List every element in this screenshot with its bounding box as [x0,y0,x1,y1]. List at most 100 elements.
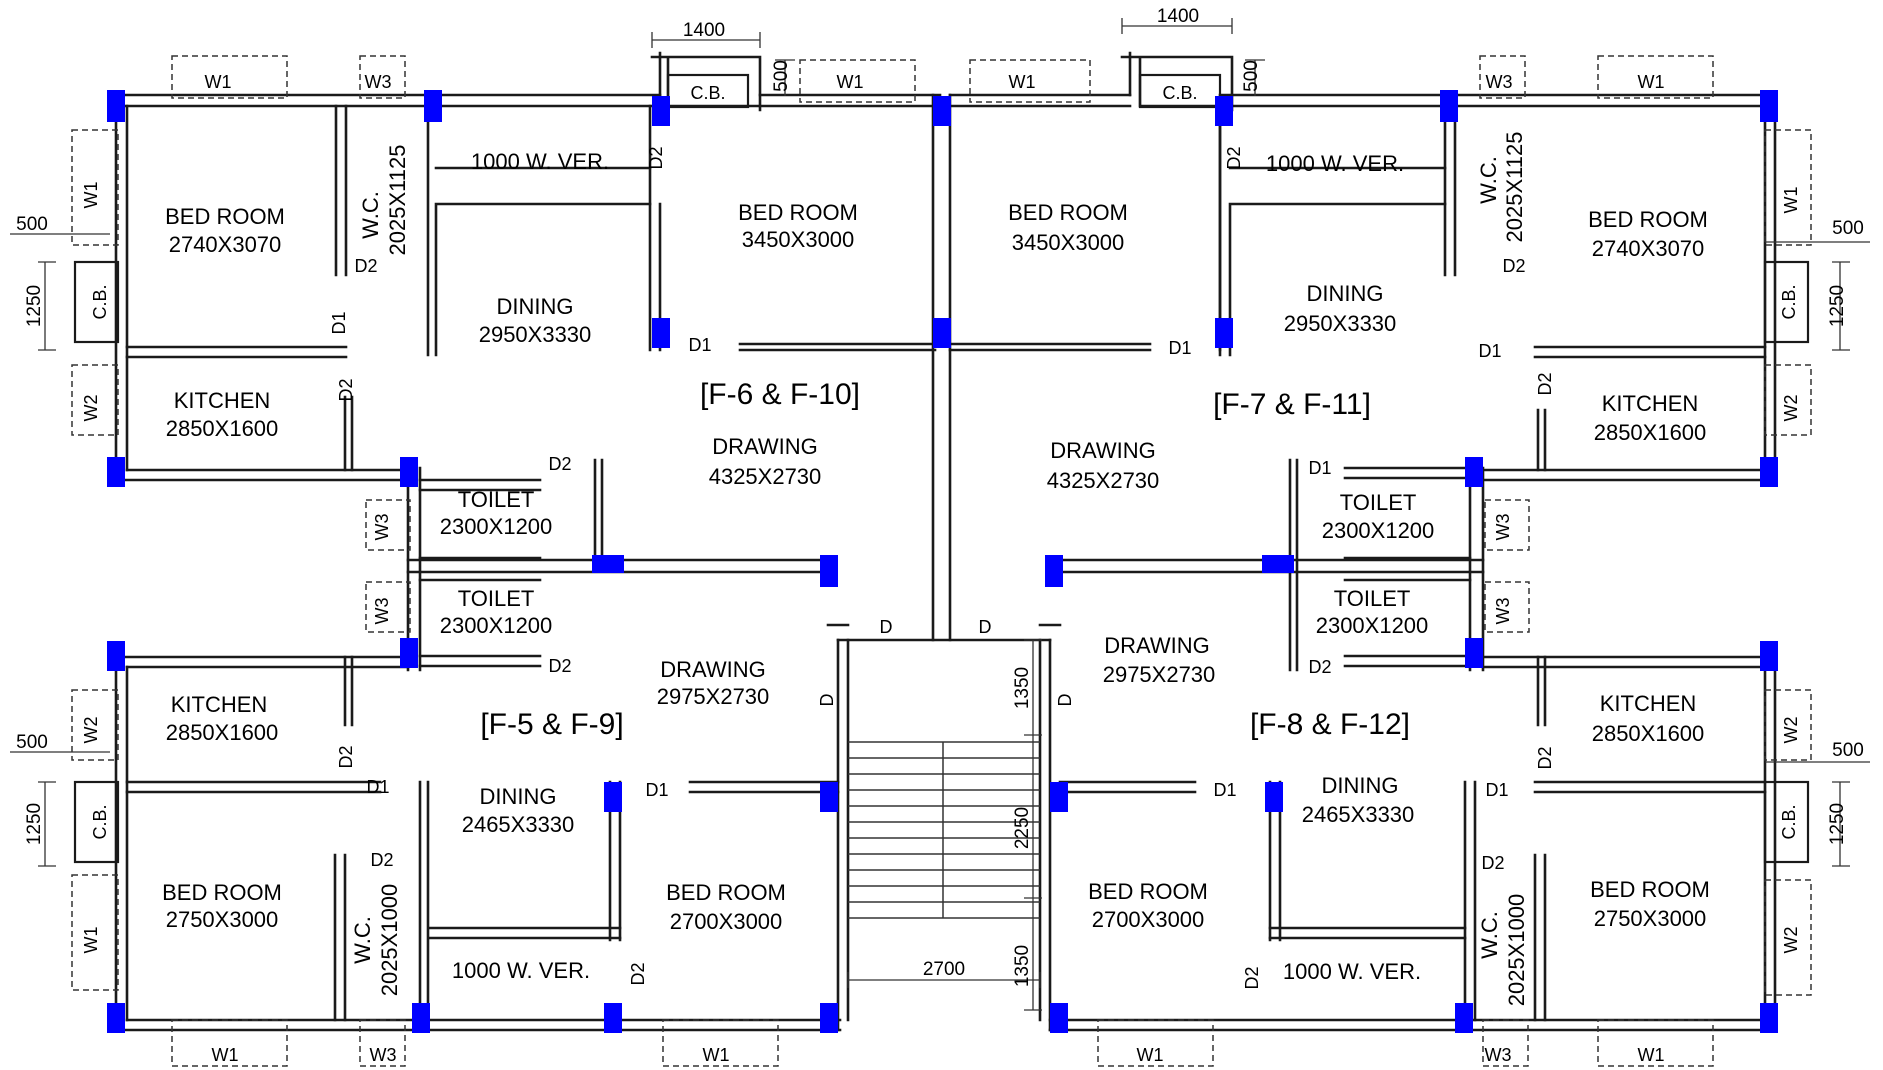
window-label: W1 [81,927,101,954]
room-size: 2700X3000 [1092,907,1205,932]
room-name: KITCHEN [1602,391,1699,416]
window-label: W3 [372,598,392,625]
door-label: D1 [645,780,668,800]
room-size: 2025X1000 [377,884,402,997]
door-label: D2 [646,146,666,169]
dimension-label: 500 [1832,218,1864,239]
room-size: 2850X1600 [166,720,279,745]
dimension-label: 1250 [1827,285,1848,327]
cupboard-label: C.B. [90,284,110,319]
door-label: D [817,694,837,707]
room-name: BED ROOM [1588,207,1708,232]
room-name: W.C. [350,916,375,964]
room-name: KITCHEN [174,388,271,413]
dimension-label: 1350 [1012,667,1033,709]
cupboard-label: C.B. [90,804,110,839]
room-size: 2750X3000 [1594,906,1707,931]
room-size: 2025X1000 [1504,894,1529,1007]
room-size: 2750X3000 [166,907,279,932]
room-name: KITCHEN [171,692,268,717]
room-size: 2975X2730 [1103,662,1216,687]
room-name: DRAWING [712,434,818,459]
dimension-label: 1250 [1827,803,1848,845]
dimension-label: 2250 [1012,807,1033,849]
room-size: 2950X3330 [479,322,592,347]
room-name: DRAWING [1104,633,1210,658]
window-label: W3 [1493,514,1513,541]
cupboard-label: C.B. [1779,284,1799,319]
window-label: W2 [81,717,101,744]
door-label: D [979,617,992,637]
flat-label: [F-6 & F-10] [700,378,860,411]
room-name: KITCHEN [1600,691,1697,716]
room-size: 2975X2730 [657,684,770,709]
room-name: DINING [497,294,574,319]
room-size: 2740X3070 [1592,236,1705,261]
dimension-label: 500 [771,60,792,92]
room-size: 2025X1125 [1502,132,1527,243]
flat-label: [F-7 & F-11] [1213,388,1371,421]
vertical-room-labels: W.C. 2025X1125 W.C. 2025X1125 W.C. 2025X… [350,132,1529,1007]
window-label: W1 [1009,72,1036,92]
columns [107,90,1778,1033]
window-label: W3 [1485,1045,1512,1065]
door-label: D2 [628,962,648,985]
dimension-label: 500 [16,214,48,235]
door-label: D1 [1478,341,1501,361]
window-label: W2 [81,395,101,422]
room-name: BED ROOM [1008,200,1128,225]
window-label: W1 [1638,72,1665,92]
door-label: D2 [1535,372,1555,395]
door-label: D1 [366,777,389,797]
room-size: 4325X2730 [709,464,822,489]
room-name: 1000 W. VER. [1266,151,1404,176]
door-label: D1 [1308,458,1331,478]
dimension-label: 1250 [24,803,45,845]
door-label: D2 [336,745,356,768]
dimension-label: 1350 [1012,945,1033,987]
room-size: 2300X1200 [1322,518,1435,543]
window-labels: W1 W3 W1 W1 W3 W1 W1 W2 W3 W3 W1 W2 W2 W… [81,72,1801,1065]
window-label: W1 [703,1045,730,1065]
room-size: 3450X3000 [742,227,855,252]
door-label: D2 [1502,256,1525,276]
room-size: 2700X3000 [670,909,783,934]
door-label: D [880,617,893,637]
window-label: W3 [365,72,392,92]
room-size: 2850X1600 [166,416,279,441]
window-label: W1 [837,72,864,92]
cupboard-label: C.B. [1779,804,1799,839]
door-label: D2 [1308,657,1331,677]
door-label: D2 [1535,746,1555,769]
room-name: BED ROOM [1590,877,1710,902]
room-name: 1000 W. VER. [471,149,609,174]
door-label: D1 [1485,780,1508,800]
window-label: W1 [212,1045,239,1065]
windows [71,55,1812,1067]
dimension-lines [10,18,1870,1011]
room-name: DRAWING [660,657,766,682]
room-name: BED ROOM [738,200,858,225]
window-label: W1 [205,72,232,92]
flat-label: [F-5 & F-9] [480,708,623,741]
room-name: DINING [1307,281,1384,306]
door-label: D2 [336,378,356,401]
door-label: D2 [1224,146,1244,169]
door-labels: D2 D2 D1 D2 D1 D2 D2 D1 D2 D1 D2 D1 D2 D… [329,146,1555,989]
room-name: 1000 W. VER. [1283,959,1421,984]
dimension-label: 500 [1241,60,1262,92]
door-label: D2 [370,850,393,870]
door-label: D2 [548,454,571,474]
dimension-label: 2700 [923,959,965,980]
window-label: W1 [1781,187,1801,214]
flat-labels: [F-6 & F-10] [F-7 & F-11] [F-5 & F-9] [F… [480,378,1410,741]
window-label: W3 [1493,598,1513,625]
room-name: BED ROOM [165,204,285,229]
door-label: D2 [1481,853,1504,873]
room-name: TOILET [458,586,535,611]
room-size: 4325X2730 [1047,468,1160,493]
room-name: DINING [1322,773,1399,798]
room-name: TOILET [1334,586,1411,611]
room-size: 2300X1200 [1316,613,1429,638]
